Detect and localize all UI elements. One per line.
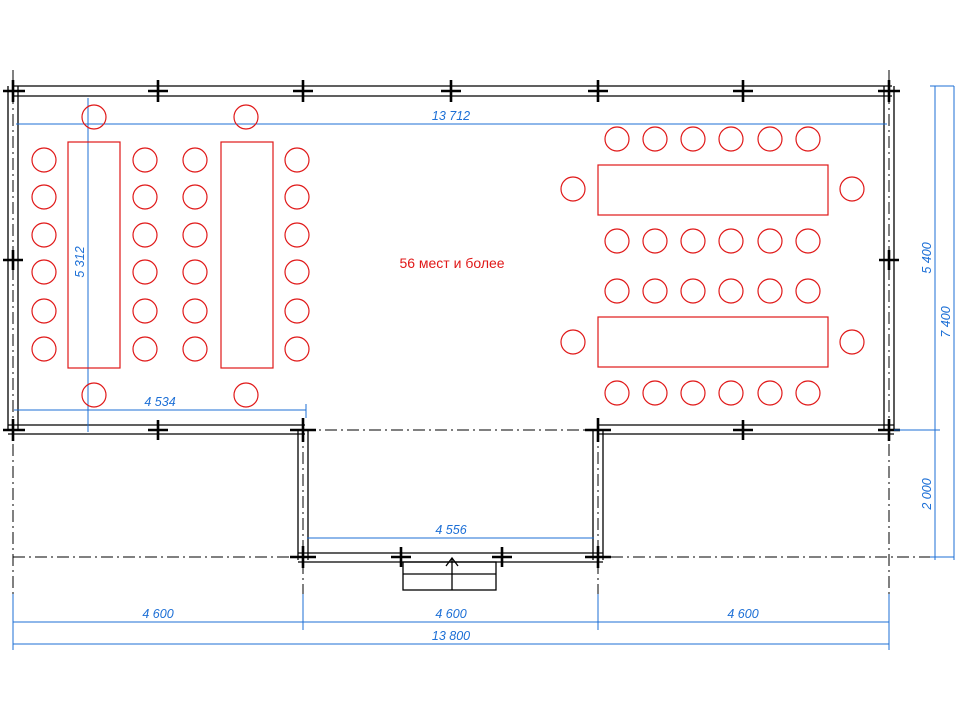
dim-porch-width: 4 556 (435, 523, 466, 537)
dim-total-depth: 7 400 (939, 306, 953, 337)
chair (31, 222, 57, 248)
chair (795, 380, 821, 406)
dim-bay-mid: 4 600 (435, 607, 466, 621)
chair (680, 278, 706, 304)
dim-bay-left: 4 600 (142, 607, 173, 621)
chair (604, 126, 630, 152)
chair (233, 382, 259, 408)
chair (604, 380, 630, 406)
chair (680, 380, 706, 406)
chair (757, 228, 783, 254)
chair (642, 228, 668, 254)
dim-total-width: 13 800 (432, 629, 470, 643)
chair (233, 104, 259, 130)
chair (31, 336, 57, 362)
table-left-2 (220, 141, 274, 369)
dim-partition: 4 534 (144, 395, 175, 409)
chair (81, 382, 107, 408)
chair (132, 259, 158, 285)
dim-inner-width: 13 712 (432, 109, 470, 123)
chair (795, 228, 821, 254)
chair (284, 259, 310, 285)
chair (182, 259, 208, 285)
dim-porch-depth: 2 000 (920, 478, 934, 510)
chair (795, 278, 821, 304)
chair (604, 278, 630, 304)
chair (182, 147, 208, 173)
chair (560, 176, 586, 202)
chair (284, 298, 310, 324)
chair (560, 329, 586, 355)
chair (132, 222, 158, 248)
chair (757, 126, 783, 152)
seating-caption: 56 мест и более (399, 255, 504, 271)
chair (839, 176, 865, 202)
chair (680, 126, 706, 152)
tables (67, 141, 829, 369)
table-left-1 (67, 141, 121, 369)
chair (132, 336, 158, 362)
chair (718, 228, 744, 254)
table-right-1 (597, 164, 829, 216)
chair (757, 278, 783, 304)
chair (132, 298, 158, 324)
chair (182, 222, 208, 248)
seats (31, 104, 865, 408)
chair (642, 126, 668, 152)
chair (718, 126, 744, 152)
chair (31, 147, 57, 173)
dim-inner-depth: 5 312 (73, 246, 87, 277)
dim-room-depth: 5 400 (920, 242, 934, 273)
chair (642, 380, 668, 406)
chair (284, 184, 310, 210)
chair (642, 278, 668, 304)
chair (31, 259, 57, 285)
axis-lines (12, 70, 935, 600)
chair (31, 298, 57, 324)
chair (718, 380, 744, 406)
structural-posts (3, 80, 900, 568)
chair (718, 278, 744, 304)
chair (680, 228, 706, 254)
chair (284, 336, 310, 362)
chair (31, 184, 57, 210)
chair (284, 222, 310, 248)
chair (182, 336, 208, 362)
chair (757, 380, 783, 406)
chair (132, 147, 158, 173)
chair (81, 104, 107, 130)
dim-bay-right: 4 600 (727, 607, 758, 621)
chair (795, 126, 821, 152)
table-right-2 (597, 316, 829, 368)
chair (182, 298, 208, 324)
chair (604, 228, 630, 254)
chair (132, 184, 158, 210)
chair (182, 184, 208, 210)
chair (839, 329, 865, 355)
dimension-lines (12, 85, 955, 650)
chair (284, 147, 310, 173)
